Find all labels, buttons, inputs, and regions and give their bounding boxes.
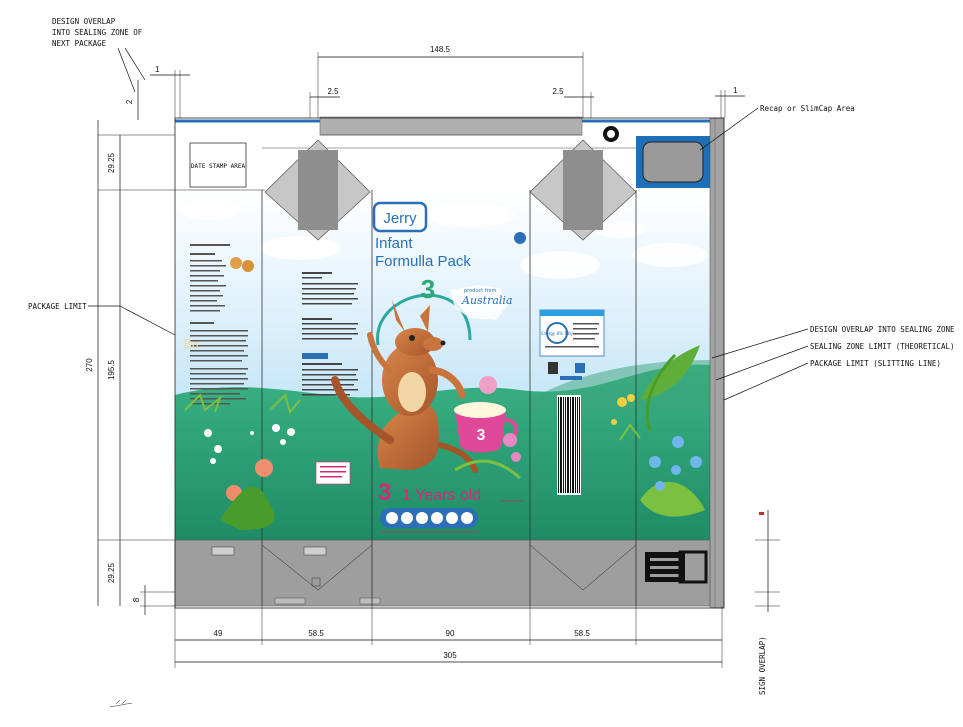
panel-flowers [611, 345, 705, 517]
age-text: 1 Years old [402, 487, 481, 504]
origin-small: product from [464, 288, 497, 294]
cup-number: 3 [477, 427, 486, 444]
note-recap-area: Recap or SlimCap Area [760, 104, 855, 113]
age-number: 3 [378, 479, 391, 506]
fold-lines [261, 190, 637, 606]
dim-top-zone: 29.25 [107, 152, 116, 173]
kangaroo-illustration [331, 300, 478, 473]
stage-number: 3 [421, 274, 435, 304]
panel-instructions [269, 272, 358, 485]
dim-left-gap: 2.5 [327, 87, 339, 96]
product-title-line2: Formulla Pack [375, 253, 471, 270]
dim-panel-1: 49 [214, 629, 223, 638]
product-title-line1: Infant [375, 235, 413, 252]
dim-bottom-zone: 29.25 [107, 562, 116, 583]
package-outline [174, 117, 725, 609]
note-design-overlap: DESIGN OVERLAP INTO SEALING ZONE [810, 325, 955, 334]
side-logo: Ba [183, 337, 199, 351]
annotations: DESIGN OVERLAP INTO SEALING ZONE OF NEXT… [28, 17, 955, 708]
dim-total-width: 305 [443, 651, 457, 660]
note-sign-overlap: SIGN OVERLAP) [758, 636, 767, 695]
panel-recipe: Ba [183, 244, 295, 530]
dim-overlap-right: 1 [733, 86, 738, 95]
dim-top-width: 148.5 [430, 45, 451, 54]
dim-body-height: 195.5 [107, 359, 116, 380]
date-stamp-box [189, 142, 247, 188]
energy-badge: Energy 8% 73kJ [541, 331, 572, 336]
dim-right-gap: 2.5 [552, 87, 564, 96]
note-overlap-line3: NEXT PACKAGE [52, 39, 107, 48]
brand-logo [372, 201, 428, 233]
panel-nutrition: Energy 8% 73kJ [539, 309, 605, 495]
clouds [180, 200, 708, 279]
dim-total-height: 270 [85, 358, 94, 372]
panel-front: Jerry Infant Formulla Pack 3 product fro… [331, 201, 526, 533]
dim-bottom-small: 8 [132, 597, 141, 602]
bottom-flap-zone [174, 539, 711, 607]
dim-panel-4: 58.5 [574, 629, 590, 638]
note-overlap-line2: INTO SEALING ZONE OF [52, 28, 143, 37]
brand-name: Jerry [383, 210, 417, 227]
dimension-lines: 148.5 2.5 2.5 1 1 2 29.25 270 195.5 [85, 45, 780, 668]
dim-overlap-left: 1 [155, 65, 160, 74]
top-flap-zone: DATE STAMP AREA [175, 116, 710, 241]
sealing-strip [709, 117, 725, 609]
note-package-limit-slitting: PACKAGE LIMIT (SLITTING LINE) [810, 359, 941, 368]
dim-panel-2: 58.5 [308, 629, 324, 638]
note-sealing-limit: SEALING ZONE LIMIT (THEORETICAL) [810, 342, 955, 351]
dim-small-left: 2 [125, 99, 134, 104]
date-stamp-label: DATE STAMP AREA [191, 163, 246, 170]
origin-text: Australia [461, 294, 513, 307]
note-package-limit-left: PACKAGE LIMIT [28, 302, 87, 311]
note-overlap-line1: DESIGN OVERLAP [52, 17, 116, 26]
dim-panel-3: 90 [446, 629, 455, 638]
